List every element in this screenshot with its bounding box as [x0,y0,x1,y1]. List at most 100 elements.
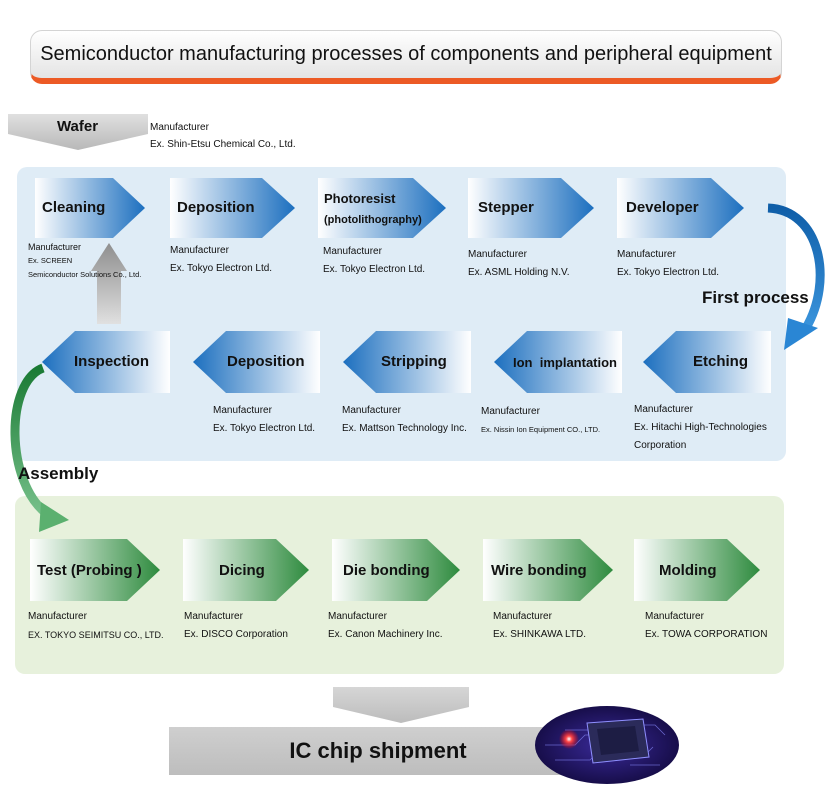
step-etching: Etching [643,331,771,393]
wafer-arrow [8,114,148,150]
step-label: Ion implantation [513,355,617,370]
manufacturer-label: Manufacturer [28,611,87,622]
step-molding: Molding [634,539,760,601]
dicing-manufacturer: Manufacturer Ex. DISCO Corporation [184,608,288,644]
step-arrow-shape [643,331,771,393]
step-deposition-2: Deposition [193,331,320,393]
step-arrow-shape [343,331,471,393]
step-arrow-shape [617,178,744,238]
step-label: Stripping [381,353,447,370]
step-arrow-shape [483,539,613,601]
step-arrow-shape [30,539,160,601]
manufacturer-label: Manufacturer [170,245,229,256]
step-label: Molding [659,562,717,579]
first-process-curve-arrow [767,203,825,350]
step-label-sub: (photolithography) [324,214,422,226]
step-label: Stepper [478,199,534,216]
manufacturer-example: EX. TOKYO SEIMITSU CO., LTD. [28,630,164,640]
manufacturer-example: Ex. SHINKAWA LTD. [493,629,586,640]
step-photoresist: Photoresist (photolithography) [318,178,446,238]
manufacturer-example: Ex. Hitachi High-Technologies [634,422,767,433]
manufacturer-example: Ex. ASML Holding N.V. [468,267,570,278]
manufacturer-label: Manufacturer [323,246,382,257]
step-developer: Developer [617,178,744,238]
molding-manufacturer: Manufacturer Ex. TOWA CORPORATION [645,608,767,644]
step-label: Die bonding [343,562,430,579]
manufacturer-example: Corporation [634,440,687,451]
step-label: Cleaning [42,199,106,216]
manufacturer-label: Manufacturer [328,611,387,622]
step-deposition: Deposition [170,178,295,238]
ic-chip-image [535,706,679,784]
manufacturer-label: Manufacturer [645,611,704,622]
step-label: Developer [626,199,699,216]
step-die-bonding: Die bonding [332,539,460,601]
test-manufacturer: Manufacturer EX. TOKYO SEIMITSU CO., LTD… [28,608,164,644]
step-dicing: Dicing [183,539,309,601]
assembly-label: Assembly [18,464,99,483]
manufacturer-example: Ex. Nissin Ion Equipment CO., LTD. [481,425,601,434]
first-process-label: First process [702,288,809,307]
shipment-arrow [333,687,469,723]
step-arrow-shape [634,539,760,601]
step-arrow-shape [193,331,320,393]
wafer-manufacturer: Manufacturer Ex. Shin-Etsu Chemical Co.,… [150,119,296,153]
step-label: Test (Probing ) [37,562,142,579]
step-label: Etching [693,353,748,370]
step-arrow-shape [332,539,460,601]
manufacturer-label: Manufacturer [617,249,676,260]
step-label: Deposition [177,199,255,216]
step-arrow-shape [170,178,295,238]
etching-manufacturer: Manufacturer Ex. Hitachi High-Technologi… [634,401,767,455]
step-arrow-shape [35,178,145,238]
manufacturer-example: Ex. Tokyo Electron Ltd. [323,264,426,275]
step-arrow-shape [42,331,170,393]
manufacturer-label: Manufacturer [634,404,693,415]
manufacturer-example: Ex. Mattson Technology Inc. [342,423,467,434]
step-label: Dicing [219,562,265,579]
step-wire-bonding: Wire bonding [483,539,613,601]
manufacturer-label: Manufacturer [493,611,552,622]
manufacturer-example: Ex. TOWA CORPORATION [645,629,768,640]
die-bonding-manufacturer: Manufacturer Ex. Canon Machinery Inc. [328,608,443,644]
wire-bonding-manufacturer: Manufacturer Ex. SHINKAWA LTD. [493,608,586,644]
manufacturer-example: Ex. Tokyo Electron Ltd. [170,263,273,274]
manufacturer-example: Ex. Tokyo Electron Ltd. [617,267,720,278]
cleaning-manufacturer: Manufacturer Ex. SCREEN Semiconductor So… [28,240,141,282]
manufacturer-example: Ex. SCREEN [28,256,73,265]
step-stepper: Stepper [468,178,594,238]
manufacturer-example: Ex. Shin-Etsu Chemical Co., Ltd. [150,139,296,150]
ic-chip-shipment: IC chip shipment [169,727,587,775]
manufacturer-label: Manufacturer [468,249,527,260]
step-label: Photoresist [324,191,396,206]
step-cleaning: Cleaning [35,178,145,238]
step-arrow-shape [494,331,622,393]
step-stripping: Stripping [343,331,471,393]
photoresist-manufacturer: Manufacturer Ex. Tokyo Electron Ltd. [323,243,425,279]
return-arrow [91,243,127,324]
step-ion-implantation: Ion implantation [494,331,622,393]
diagram-title: Semiconductor manufacturing processes of… [30,30,782,84]
manufacturer-example: Semiconductor Solutions Co., Ltd. [28,270,142,279]
step-arrow-shape [468,178,594,238]
manufacturer-label: Manufacturer [342,405,401,416]
developer-manufacturer: Manufacturer Ex. Tokyo Electron Ltd. [617,246,719,282]
ion-implantation-manufacturer: Manufacturer Ex. Nissin Ion Equipment CO… [481,403,600,439]
manufacturer-label: Manufacturer [184,611,243,622]
step-arrow-shape [183,539,309,601]
manufacturer-example: Ex. Tokyo Electron Ltd. [213,423,316,434]
manufacturer-label: Manufacturer [213,405,272,416]
step-inspection: Inspection [42,331,170,393]
manufacturer-example: Ex. Canon Machinery Inc. [328,629,443,640]
manufacturer-label: Manufacturer [150,122,209,133]
manufacturer-example: Ex. DISCO Corporation [184,629,288,640]
step-test-probing: Test (Probing ) [30,539,160,601]
step-label: Inspection [74,353,150,370]
stripping-manufacturer: Manufacturer Ex. Mattson Technology Inc. [342,402,467,438]
step-label: Deposition [227,353,305,370]
wafer-label: Wafer [56,118,99,135]
deposition-manufacturer: Manufacturer Ex. Tokyo Electron Ltd. [170,242,272,278]
step-label: Wire bonding [491,562,587,579]
manufacturer-label: Manufacturer [28,242,82,252]
assembly-curve-arrow [10,363,69,532]
